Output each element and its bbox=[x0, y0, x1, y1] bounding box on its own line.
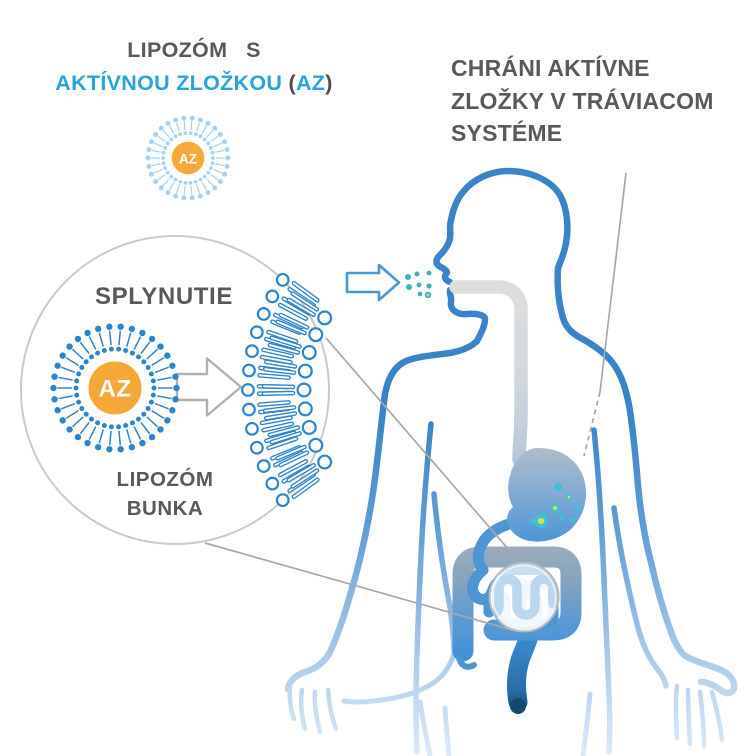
stomach-particles bbox=[529, 483, 580, 528]
paren-open: ( bbox=[288, 71, 296, 95]
active-ingredient-core bbox=[85, 358, 145, 418]
title-liposome-line2: AKTÍVNOU ZLOŽKOU (AZ) bbox=[18, 67, 370, 100]
pointer-line-solid bbox=[599, 172, 627, 393]
liposome-large bbox=[50, 323, 180, 453]
active-ingredient-core-small bbox=[169, 139, 207, 177]
appendix bbox=[456, 655, 477, 670]
title-protects-line3: SYSTÉME bbox=[451, 120, 563, 146]
right-hand-fingers bbox=[673, 683, 725, 749]
intake-arrow-icon bbox=[345, 263, 401, 302]
fusion-label: SPLYNUTIE bbox=[95, 283, 233, 310]
duodenum bbox=[472, 518, 515, 576]
human-body-silhouette bbox=[284, 167, 738, 756]
title-protects-line2: ZLOŽKY V TRÁVIACOM bbox=[451, 87, 714, 114]
liposome-label: LIPOZÓM bbox=[116, 468, 214, 491]
left-hand-fingers bbox=[287, 684, 339, 735]
mouth-particles bbox=[405, 270, 432, 299]
title-liposome: LIPOZÓM S AKTÍVNOU ZLOŽKOU (AZ) bbox=[18, 34, 370, 100]
pointer-line-dashed bbox=[583, 391, 601, 457]
title-liposome-line1: LIPOZÓM S bbox=[127, 38, 261, 62]
az-label-large: AZ bbox=[99, 376, 132, 403]
fusion-arrow-icon bbox=[175, 357, 243, 417]
leg-lines bbox=[417, 691, 593, 756]
title-protects: CHRÁNI AKTÍVNE ZLOŽKY V TRÁVIACOM SYSTÉM… bbox=[451, 52, 751, 150]
stomach bbox=[507, 448, 587, 542]
title-active-ingredient: AKTÍVNOU ZLOŽKOU bbox=[55, 71, 289, 95]
liposome-small: AZ bbox=[145, 115, 231, 201]
title-protects-line1: CHRÁNI AKTÍVNE bbox=[451, 55, 650, 81]
callout-line-top bbox=[325, 337, 523, 566]
fusion-circle-diagram: AZ bbox=[20, 235, 333, 545]
az-abbrev: AZ bbox=[295, 71, 326, 95]
large-intestine bbox=[452, 546, 582, 670]
cell-label: BUNKA bbox=[126, 497, 204, 520]
paren-close: ) bbox=[325, 71, 333, 95]
diagram-labels: LIPOZÓM BUNKA bbox=[40, 465, 290, 523]
cell-membrane bbox=[241, 272, 333, 508]
callout-line-bottom bbox=[204, 542, 513, 631]
az-label-small: AZ bbox=[179, 152, 197, 167]
rectum bbox=[507, 622, 540, 714]
callout-lines bbox=[204, 172, 627, 631]
esophagus bbox=[449, 280, 528, 467]
